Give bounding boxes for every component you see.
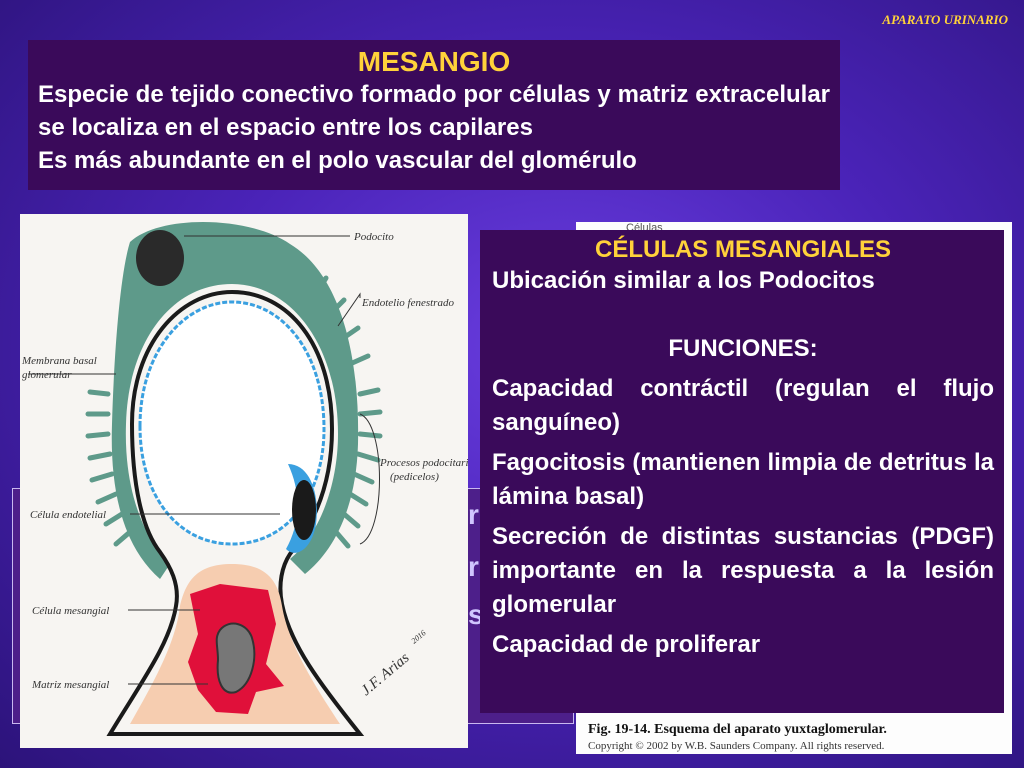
pedicels bbox=[85, 275, 383, 549]
mesangio-title: MESANGIO bbox=[357, 46, 511, 77]
funciones-heading: FUNCIONES: bbox=[668, 335, 818, 362]
glomerulus-svg: Podocito Endotelio fenestrado Membrana b… bbox=[21, 221, 478, 736]
mesangial-nucleus bbox=[215, 622, 256, 694]
label-matriz-mesangial: Matriz mesangial bbox=[31, 679, 109, 691]
mesangio-description: Especie de tejido conectivo formado por … bbox=[38, 78, 830, 177]
mesangio-line-1: Especie de tejido conectivo formado por … bbox=[38, 81, 830, 141]
function-item-4: Capacidad de proliferar bbox=[492, 631, 761, 658]
leader-lines bbox=[28, 235, 380, 685]
endothelial-nucleus bbox=[292, 480, 316, 540]
label-procesos-1: Procesos podocitarios bbox=[379, 457, 468, 469]
ghost-text-2: r bbox=[468, 551, 479, 582]
mesangio-box: MESANGIO Especie de tejido conectivo for… bbox=[28, 40, 840, 190]
mesangial-cells-box: CÉLULAS MESANGIALES Ubicación similar a … bbox=[480, 230, 1004, 713]
label-membrana-1: Membrana basal bbox=[21, 355, 97, 367]
artist-signature-year: 2016 bbox=[410, 628, 428, 645]
endothelium bbox=[138, 300, 326, 546]
figure-caption: Fig. 19-14. Esquema del aparato yuxtaglo… bbox=[588, 722, 887, 737]
glomerulus-diagram: Podocito Endotelio fenestrado Membrana b… bbox=[20, 214, 478, 748]
podocyte-body bbox=[111, 221, 359, 579]
cells-subtitle: Ubicación similar a los Podocitos bbox=[492, 267, 875, 294]
basal-membrane bbox=[106, 289, 365, 736]
podocyte-nucleus bbox=[136, 230, 184, 286]
section-label: APARATO URINARIO bbox=[882, 12, 1008, 27]
label-endotelio: Endotelio fenestrado bbox=[361, 297, 454, 309]
function-item-1: Capacidad contráctil (regulan el flujo s… bbox=[492, 375, 994, 436]
label-membrana-2: glomerular bbox=[22, 369, 72, 381]
cells-title: CÉLULAS MESANGIALES bbox=[594, 236, 891, 263]
label-podocito: Podocito bbox=[353, 231, 394, 243]
function-item-3: Secreción de distintas sustancias (PDGF)… bbox=[492, 523, 994, 618]
artist-signature: J.F. Arias bbox=[358, 650, 412, 699]
figure-copyright: Copyright © 2002 by W.B. Saunders Compan… bbox=[588, 740, 885, 752]
ghost-text-3: s bbox=[468, 599, 484, 630]
label-celula-endotelial: Célula endotelial bbox=[30, 509, 106, 521]
label-procesos-2: (pedicelos) bbox=[390, 471, 439, 483]
ghost-text-1: r bbox=[468, 499, 479, 530]
mesangio-line-2: Es más abundante en el polo vascular del… bbox=[38, 147, 637, 174]
label-celula-mesangial: Célula mesangial bbox=[32, 605, 109, 617]
function-item-2: Fagocitosis (mantienen limpia de detritu… bbox=[492, 449, 994, 510]
